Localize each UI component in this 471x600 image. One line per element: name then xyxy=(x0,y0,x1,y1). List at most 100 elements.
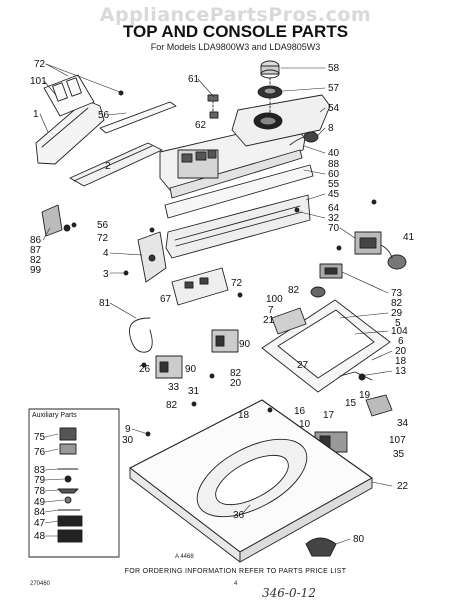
ordering-info-footer: FOR ORDERING INFORMATION REFER TO PARTS … xyxy=(124,568,347,575)
switch-cluster-62 xyxy=(207,94,219,119)
callout-20: 20 xyxy=(395,346,407,357)
callout-62: 62 xyxy=(195,120,207,131)
callout-55: 55 xyxy=(328,179,340,190)
callout-20: 20 xyxy=(230,378,242,389)
callout-16: 16 xyxy=(294,406,306,417)
callout-29: 29 xyxy=(391,308,403,319)
callout-41: 41 xyxy=(403,232,415,243)
callout-72: 72 xyxy=(34,59,46,70)
connector-8 xyxy=(289,131,319,146)
callout-49: 49 xyxy=(34,497,46,508)
hinge-bracket-86 xyxy=(41,204,77,237)
wire-harness-81 xyxy=(128,317,153,353)
callout-82: 82 xyxy=(288,285,300,296)
callout-104: 104 xyxy=(391,326,408,337)
callout-15: 15 xyxy=(345,398,357,409)
callout-67: 67 xyxy=(160,294,172,305)
callout-48: 48 xyxy=(34,531,46,542)
callout-79: 79 xyxy=(34,475,46,486)
page-number: 4 xyxy=(234,581,238,587)
lid-bumper-80 xyxy=(305,537,337,557)
callout-56: 56 xyxy=(98,110,110,121)
callout-18: 18 xyxy=(238,410,250,421)
knob-57 xyxy=(257,85,283,99)
callout-19: 19 xyxy=(359,390,371,401)
callout-2: 2 xyxy=(105,161,111,172)
callout-61: 61 xyxy=(188,74,200,85)
auxiliary-parts-box xyxy=(28,408,120,558)
callout-82: 82 xyxy=(230,368,242,379)
callout-13: 13 xyxy=(395,366,407,377)
callout-72: 72 xyxy=(231,278,243,289)
switch-90-a xyxy=(211,329,239,353)
callout-7: 7 xyxy=(268,305,274,316)
callout-58: 58 xyxy=(328,63,340,74)
console-frame xyxy=(159,121,314,259)
console-bracket-101 xyxy=(43,74,95,117)
timer-41 xyxy=(354,231,407,270)
page-title: TOP AND CONSOLE PARTS xyxy=(122,22,349,41)
callout-47: 47 xyxy=(34,518,46,529)
callout-83: 83 xyxy=(34,465,46,476)
callout-45: 45 xyxy=(328,189,340,200)
callout-78: 78 xyxy=(34,486,46,497)
callout-70: 70 xyxy=(328,223,340,234)
callout-64: 64 xyxy=(328,203,340,214)
screws xyxy=(118,90,377,437)
callout-76: 76 xyxy=(34,447,46,458)
leader-lines xyxy=(39,63,393,545)
latch-34 xyxy=(365,394,393,417)
end-cap-4 xyxy=(137,231,167,283)
callout-57: 57 xyxy=(328,83,340,94)
callout-6: 6 xyxy=(398,336,404,347)
switch-73 xyxy=(319,263,343,279)
callout-40: 40 xyxy=(328,148,340,159)
callout-60: 60 xyxy=(328,169,340,180)
callout-54: 54 xyxy=(328,103,340,114)
callout-90: 90 xyxy=(239,339,251,350)
callout-73: 73 xyxy=(391,288,403,299)
callout-101: 101 xyxy=(30,76,47,87)
callout-32: 32 xyxy=(328,213,340,224)
callout-34: 34 xyxy=(397,418,409,429)
callout-4: 4 xyxy=(103,248,109,259)
callout-90: 90 xyxy=(185,364,197,375)
callout-10: 10 xyxy=(299,419,311,430)
lid-27 xyxy=(261,299,391,393)
callout-17: 17 xyxy=(323,410,335,421)
diagram-code: A 4468 xyxy=(175,554,194,560)
catalog-code: 270460 xyxy=(30,581,51,587)
callout-30: 30 xyxy=(122,435,134,446)
callout-8: 8 xyxy=(328,123,334,134)
console-top-54 xyxy=(231,94,331,147)
callout-72: 72 xyxy=(97,233,109,244)
knob-58 xyxy=(260,60,280,79)
auxiliary-parts-title: Auxiliary Parts xyxy=(32,412,77,419)
callout-33: 33 xyxy=(168,382,180,393)
callout-3: 3 xyxy=(103,269,109,280)
watermark: AppliancePartsPros.com xyxy=(99,4,372,26)
callout-18: 18 xyxy=(395,356,407,367)
callout-36: 36 xyxy=(233,510,245,521)
cabinet-top-22 xyxy=(129,399,373,563)
callout-56: 56 xyxy=(97,220,109,231)
callout-5: 5 xyxy=(395,318,401,329)
callout-35: 35 xyxy=(393,449,405,460)
hinge-100 xyxy=(271,307,307,335)
model-subtitle: For Models LDA9800W3 and LDA9805W3 xyxy=(150,42,321,52)
callout-107: 107 xyxy=(389,435,406,446)
callout-82: 82 xyxy=(30,255,42,266)
callout-86: 86 xyxy=(30,235,42,246)
callout-27: 27 xyxy=(297,360,309,371)
rail-56 xyxy=(99,101,177,134)
bracket-67 xyxy=(171,267,229,306)
switch-7 xyxy=(310,286,326,298)
callout-87: 87 xyxy=(30,245,42,256)
callout-84: 84 xyxy=(34,507,46,518)
callout-1: 1 xyxy=(33,109,39,120)
handwritten-note: 346-0-12 xyxy=(262,586,316,600)
callout-81: 81 xyxy=(99,298,111,309)
callout-26: 26 xyxy=(139,364,151,375)
